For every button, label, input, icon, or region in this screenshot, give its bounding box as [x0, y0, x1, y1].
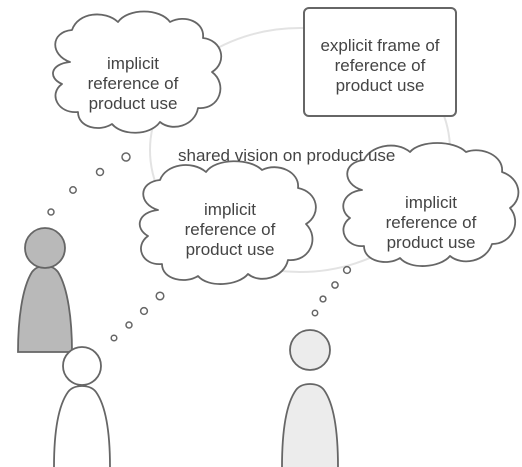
shared-vision-label: shared vision on product use [178, 146, 396, 165]
person-white-head [62, 346, 102, 386]
thought-dot [311, 309, 319, 317]
thought-cloud-2 [138, 160, 317, 285]
thought-dot [125, 321, 133, 329]
thought-dot [331, 281, 339, 289]
thought-dot [155, 291, 165, 301]
thought-bubbles-2 [110, 291, 165, 342]
person-dark-head [24, 227, 66, 269]
person-light-body [281, 383, 339, 467]
thought-dot [342, 265, 352, 275]
thought-cloud-1 [52, 10, 223, 134]
person-light [281, 329, 339, 467]
person-white-body [53, 385, 111, 467]
thought-dot [139, 306, 149, 316]
person-white [53, 346, 111, 467]
thought-cloud-3-label: implicit reference of product use [385, 193, 477, 252]
thought-dot [121, 152, 131, 162]
thought-cloud-3 [342, 142, 520, 267]
person-dark [17, 227, 73, 353]
explicit-frame-label: explicit frame of reference of product u… [320, 36, 440, 95]
thought-cloud-2-label: implicit reference of product use [184, 200, 276, 259]
thought-dot [69, 186, 77, 194]
thought-cloud-1-label: implicit reference of product use [87, 54, 179, 113]
thought-bubbles-1 [47, 152, 131, 216]
thought-dot [95, 167, 105, 177]
person-dark-body [17, 265, 73, 353]
thought-dot [47, 208, 55, 216]
explicit-frame-box [303, 7, 457, 117]
thought-dot [110, 334, 118, 342]
thought-bubbles-3 [311, 265, 352, 317]
person-light-head [289, 329, 331, 371]
thought-dot [319, 295, 327, 303]
